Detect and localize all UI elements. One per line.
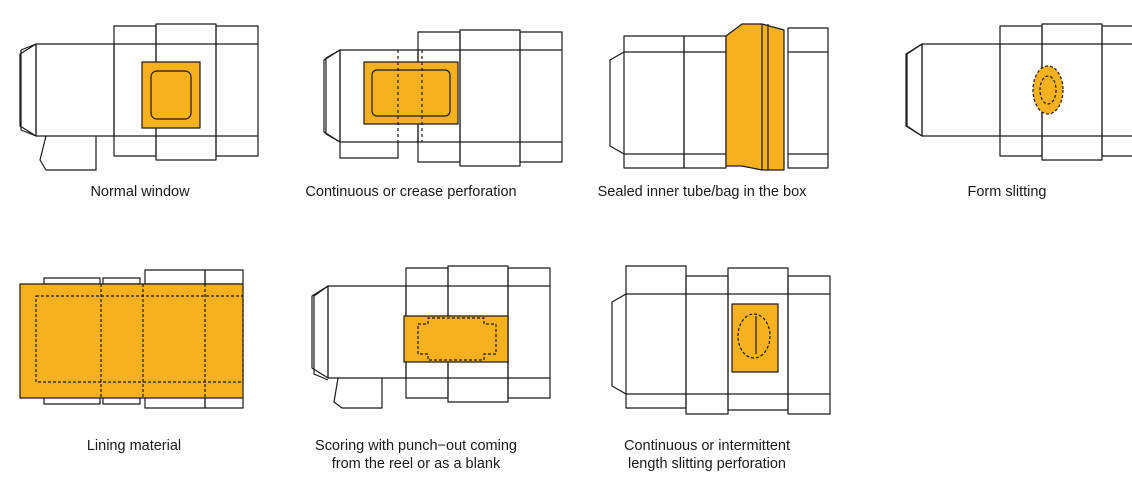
- perforated-window-film: [371, 69, 451, 117]
- form-slit-oval: [1032, 65, 1064, 115]
- perforated-window: [363, 61, 459, 125]
- diagram-intermittent-slitting: [611, 265, 831, 415]
- caption-form-slitting: Form slitting: [867, 183, 1132, 201]
- caption-line: Sealed inner tube/bag in the box: [597, 184, 807, 200]
- caption-line: Lining material: [86, 438, 182, 454]
- punch-out-area: [403, 315, 509, 363]
- lining-sheet: [19, 283, 244, 399]
- diagram-crease-perforation: [323, 29, 563, 167]
- caption-sealed-inner-tube: Sealed inner tube/bag in the box: [562, 183, 842, 201]
- punch-out-score: [417, 317, 497, 361]
- caption-line: Form slitting: [967, 184, 1047, 200]
- window-film: [150, 70, 192, 120]
- caption-line: Continuous or crease perforation: [305, 184, 517, 200]
- slitting-oval: [737, 313, 771, 359]
- caption-scoring-punch-out: Scoring with punch−out coming from the r…: [276, 437, 556, 473]
- diagram-sealed-inner-tube: [609, 23, 829, 171]
- caption-line: Normal window: [90, 184, 190, 200]
- diagram-scoring-punch-out: [311, 265, 551, 409]
- caption-line: length slitting perforation: [628, 456, 786, 472]
- diagram-normal-window: [19, 23, 259, 171]
- diagram-lining-material: [19, 269, 244, 409]
- caption-line: from the reel or as a blank: [331, 456, 501, 472]
- caption-intermittent-slitting: Continuous or intermittent length slitti…: [567, 437, 847, 473]
- caption-crease-perforation: Continuous or crease perforation: [271, 183, 551, 201]
- caption-lining-material: Lining material: [0, 437, 274, 455]
- window-cutout: [141, 61, 201, 129]
- caption-line: Scoring with punch−out coming: [315, 438, 517, 454]
- caption-line: Continuous or intermittent: [623, 438, 791, 454]
- diagram-form-slitting: [905, 23, 1132, 161]
- inner-tube-bag: [725, 23, 785, 171]
- caption-normal-window: Normal window: [0, 183, 280, 201]
